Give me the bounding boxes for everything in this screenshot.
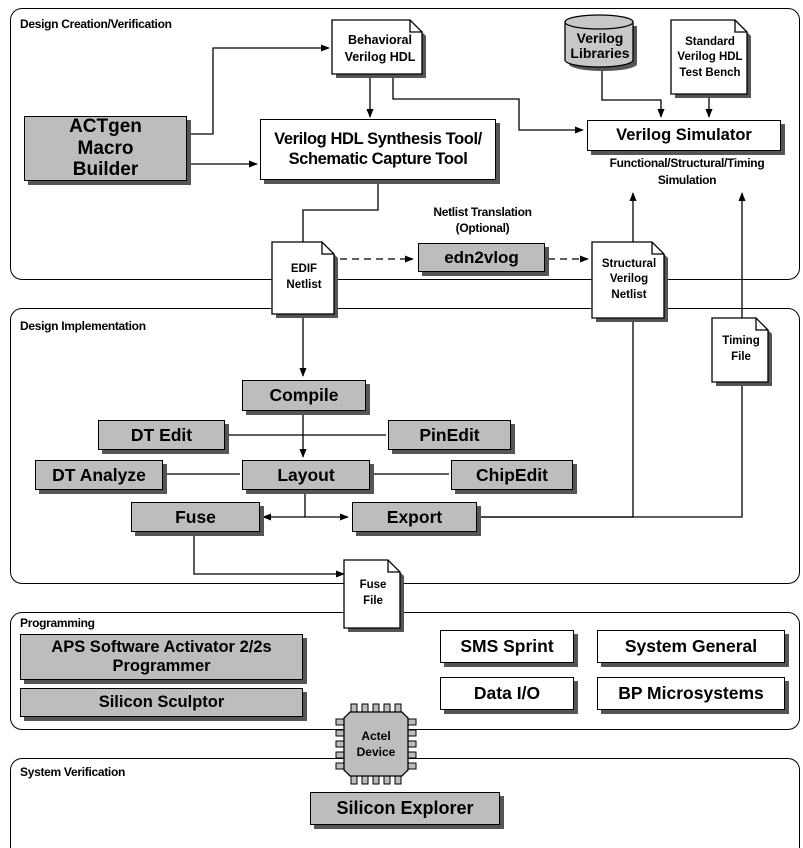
synthesis-tool-label: Verilog HDL Synthesis Tool/ Schematic Ca… [274, 129, 482, 168]
actel-device-chip: Actel Device [335, 703, 417, 785]
timing-file-document-icon [711, 317, 772, 386]
behavioral-verilog-document-icon [331, 19, 426, 78]
structural-netlist-label: Structural Verilog Netlist [601, 257, 657, 301]
design-implementation-title: Design Implementation [20, 319, 146, 333]
aps-software-label: APS Software Activator 2/2s Programmer [51, 638, 272, 675]
test-bench-document-icon [670, 19, 751, 98]
netlist-translation-label: Netlist Translation (Optional) [433, 205, 532, 236]
actgen-macro-builder-box: ACTgen Macro Builder [24, 116, 187, 181]
verilog-simulator-label: Verilog Simulator [616, 125, 752, 144]
sms-sprint-box: SMS Sprint [440, 630, 574, 663]
pinedit-box: PinEdit [388, 420, 511, 450]
chipedit-label: ChipEdit [476, 464, 548, 485]
aps-software-box: APS Software Activator 2/2s Programmer [20, 634, 303, 680]
silicon-explorer-box: Silicon Explorer [310, 792, 500, 825]
data-io-box: Data I/O [440, 677, 574, 710]
silicon-sculptor-box: Silicon Sculptor [20, 688, 303, 717]
fuse-file-document: Fuse File [343, 559, 408, 632]
system-general-box: System General [597, 630, 785, 663]
test-bench-document: Standard Verilog HDL Test Bench [670, 19, 753, 98]
edif-netlist-label: EDIF Netlist [286, 263, 322, 291]
verilog-libraries-database: Verilog Libraries [564, 14, 639, 72]
verilog-simulator-box: Verilog Simulator [587, 120, 781, 151]
layout-box: Layout [242, 460, 370, 490]
silicon-explorer-label: Silicon Explorer [336, 798, 474, 819]
fuse-file-document-icon [343, 559, 404, 632]
layout-label: Layout [277, 464, 335, 485]
dt-analyze-box: DT Analyze [35, 460, 163, 490]
programming-title: Programming [20, 616, 95, 630]
sms-sprint-label: SMS Sprint [460, 636, 554, 656]
test-bench-label: Standard Verilog HDL Test Bench [677, 35, 743, 79]
synthesis-tool-box: Verilog HDL Synthesis Tool/ Schematic Ca… [260, 119, 496, 180]
fuse-label: Fuse [175, 506, 216, 527]
fuse-file-label: Fuse File [359, 579, 387, 607]
dt-edit-label: DT Edit [130, 424, 193, 445]
structural-netlist-document-icon [591, 241, 668, 322]
simulation-types-label: Functional/Structural/Timing Simulation [609, 156, 765, 187]
fuse-box: Fuse [131, 502, 260, 532]
actgen-macro-builder-label: ACTgen Macro Builder [69, 115, 142, 181]
database-cylinder-icon [564, 14, 637, 71]
edn2vlog-box: edn2vlog [418, 243, 545, 272]
design-creation-title: Design Creation/Verification [20, 17, 172, 31]
pinedit-label: PinEdit [419, 424, 480, 445]
edn2vlog-label: edn2vlog [444, 247, 519, 267]
edif-netlist-document-icon [271, 241, 338, 318]
dt-edit-box: DT Edit [98, 420, 225, 450]
chip-icon [335, 703, 417, 785]
chipedit-box: ChipEdit [451, 460, 573, 490]
verilog-libraries-label: Verilog Libraries [570, 29, 630, 61]
data-io-label: Data I/O [473, 683, 541, 703]
system-verification-title: System Verification [20, 765, 126, 779]
silicon-sculptor-label: Silicon Sculptor [98, 693, 225, 712]
export-label: Export [386, 506, 443, 527]
edif-netlist-document: EDIF Netlist [271, 241, 342, 318]
behavioral-verilog-label: Behavioral Verilog HDL [344, 32, 416, 64]
bp-microsystems-box: BP Microsystems [597, 677, 785, 710]
behavioral-verilog-document: Behavioral Verilog HDL [331, 19, 428, 78]
compile-label: Compile [269, 385, 339, 406]
compile-box: Compile [242, 380, 366, 411]
export-box: Export [352, 502, 477, 532]
bp-microsystems-label: BP Microsystems [618, 683, 764, 703]
timing-file-label: Timing File [722, 335, 760, 363]
dt-analyze-label: DT Analyze [52, 464, 146, 485]
timing-file-document: Timing File [711, 317, 776, 386]
structural-netlist-document: Structural Verilog Netlist [591, 241, 672, 322]
actel-device-label: Actel Device [356, 728, 396, 759]
system-general-label: System General [624, 636, 758, 656]
